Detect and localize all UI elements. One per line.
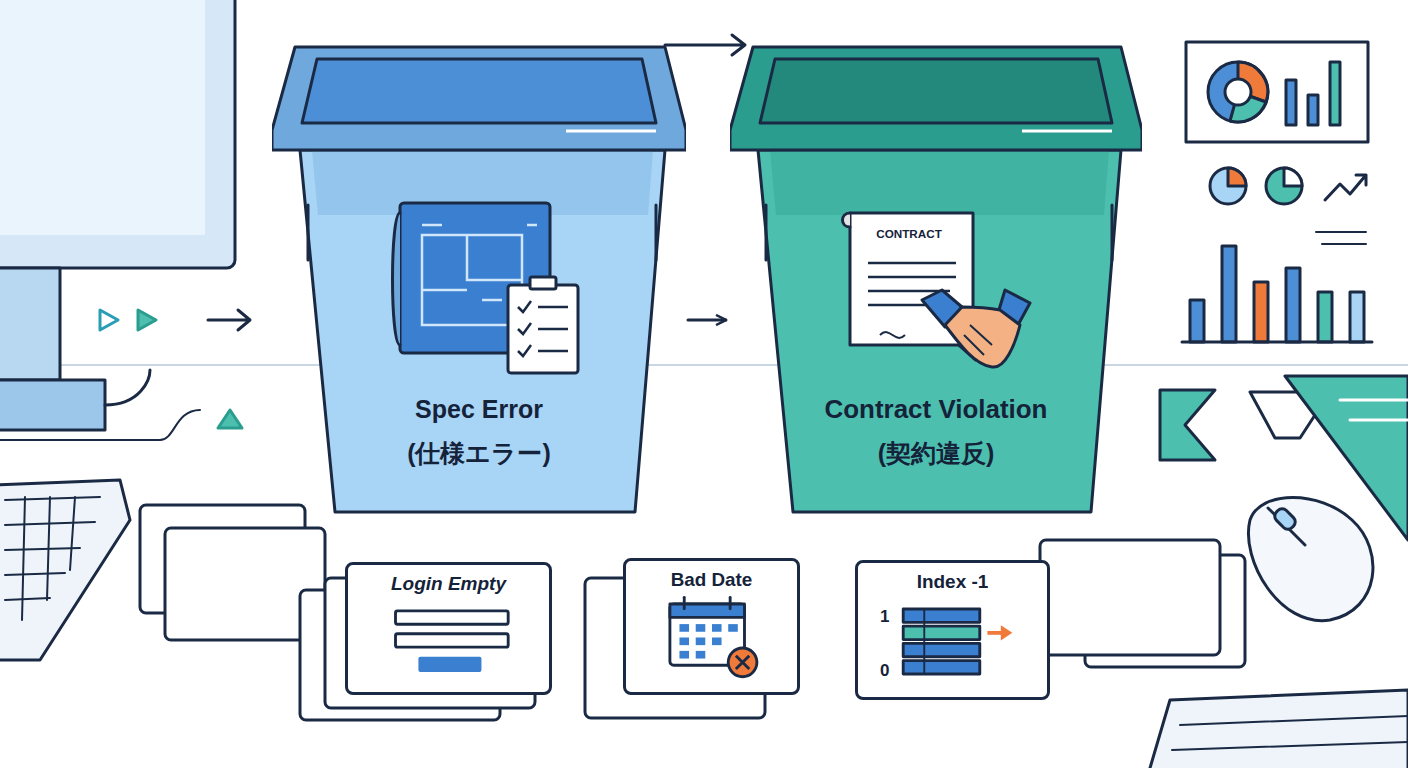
- node-sublabel: (仕様エラー): [272, 437, 686, 470]
- index-card: Index -1 1 0: [855, 560, 1050, 700]
- bad-date-card: Bad Date: [623, 558, 800, 695]
- flow-arrow: [688, 319, 726, 322]
- node-label: Login Empty: [348, 573, 549, 595]
- node-label: Spec Error: [272, 395, 686, 424]
- node-sublabel: 1: [880, 607, 889, 627]
- node-label: Bad Date: [626, 569, 797, 591]
- node-sublabel: (契約違反): [730, 437, 1142, 470]
- node-label: CONTRACT: [838, 227, 980, 240]
- node-label: Index -1: [858, 571, 1047, 593]
- login-empty-card: Login Empty: [345, 562, 552, 695]
- spec-error-bin: Spec Error (仕様エラー): [272, 45, 686, 515]
- contract-document: CONTRACT: [838, 205, 980, 351]
- node-label: Contract Violation: [730, 395, 1142, 424]
- contract-violation-bin: Contract Violation (契約違反) CONTRACT: [730, 45, 1142, 515]
- node-sublabel: 0: [880, 661, 889, 681]
- contract-document: [838, 205, 980, 351]
